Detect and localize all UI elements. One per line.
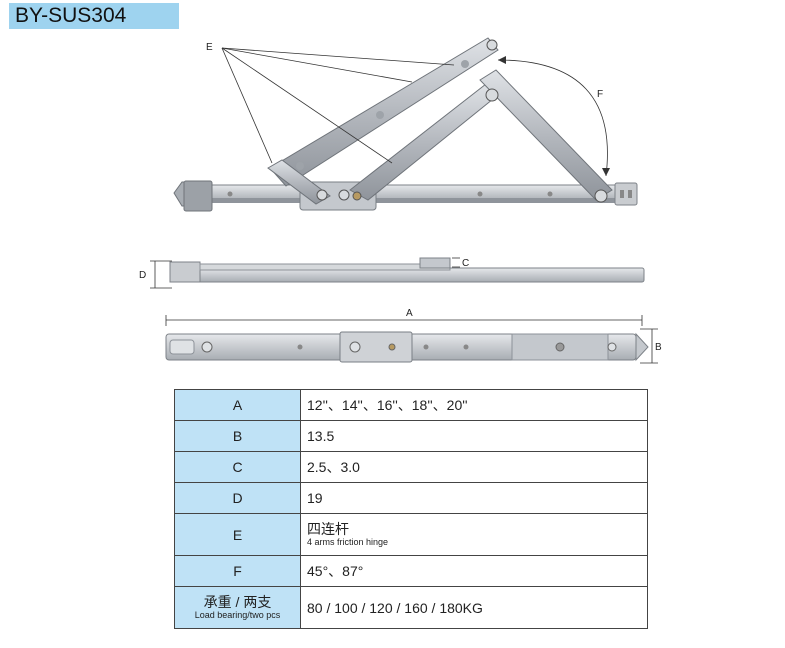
spec-key: A (174, 389, 301, 421)
dim-c-label: C (462, 258, 469, 269)
spec-value: 80 / 100 / 120 / 160 / 180KG (300, 586, 648, 629)
spec-key: B (174, 420, 301, 452)
spec-value-cell: 四连杆 4 arms friction hinge (300, 513, 648, 556)
hinge-closed-view: A B (165, 308, 662, 364)
spec-value: 19 (300, 482, 648, 514)
table-row: B 13.5 (174, 420, 648, 452)
table-row: C 2.5、3.0 (174, 451, 648, 483)
dim-d-label: D (139, 270, 146, 281)
spec-key: 承重 / 两支 (203, 594, 272, 610)
spec-key: E (174, 513, 301, 556)
spec-value-sub: 4 arms friction hinge (307, 537, 389, 547)
spec-value: 12''、14''、16''、18''、20'' (300, 389, 648, 421)
dim-a-label: A (406, 308, 413, 319)
table-row: F 45°、87° (174, 555, 648, 587)
table-row: D 19 (174, 482, 648, 514)
spec-key: D (174, 482, 301, 514)
hinge-side-view: D C (139, 257, 645, 289)
table-row: 承重 / 两支 Load bearing/two pcs 80 / 100 / … (174, 586, 648, 629)
callout-e-label: E (206, 42, 213, 53)
spec-key-sub: Load bearing/two pcs (194, 610, 281, 620)
spec-value: 13.5 (300, 420, 648, 452)
spec-value: 四连杆 (307, 521, 349, 537)
spec-value: 2.5、3.0 (300, 451, 648, 483)
hinge-drawing: E F D C A (139, 37, 662, 364)
spec-key: F (174, 555, 301, 587)
spec-table: A 12''、14''、16''、18''、20'' B 13.5 C 2.5、… (174, 389, 648, 629)
dim-b-label: B (655, 342, 662, 353)
spec-value: 45°、87° (300, 555, 648, 587)
spec-key: C (174, 451, 301, 483)
callout-f-label: F (597, 89, 603, 100)
spec-key-cell: 承重 / 两支 Load bearing/two pcs (174, 586, 301, 629)
model-tag: BY-SUS304 (9, 3, 179, 29)
table-row: E 四连杆 4 arms friction hinge (174, 513, 648, 556)
hinge-open-view: E F (173, 37, 638, 212)
table-row: A 12''、14''、16''、18''、20'' (174, 389, 648, 421)
